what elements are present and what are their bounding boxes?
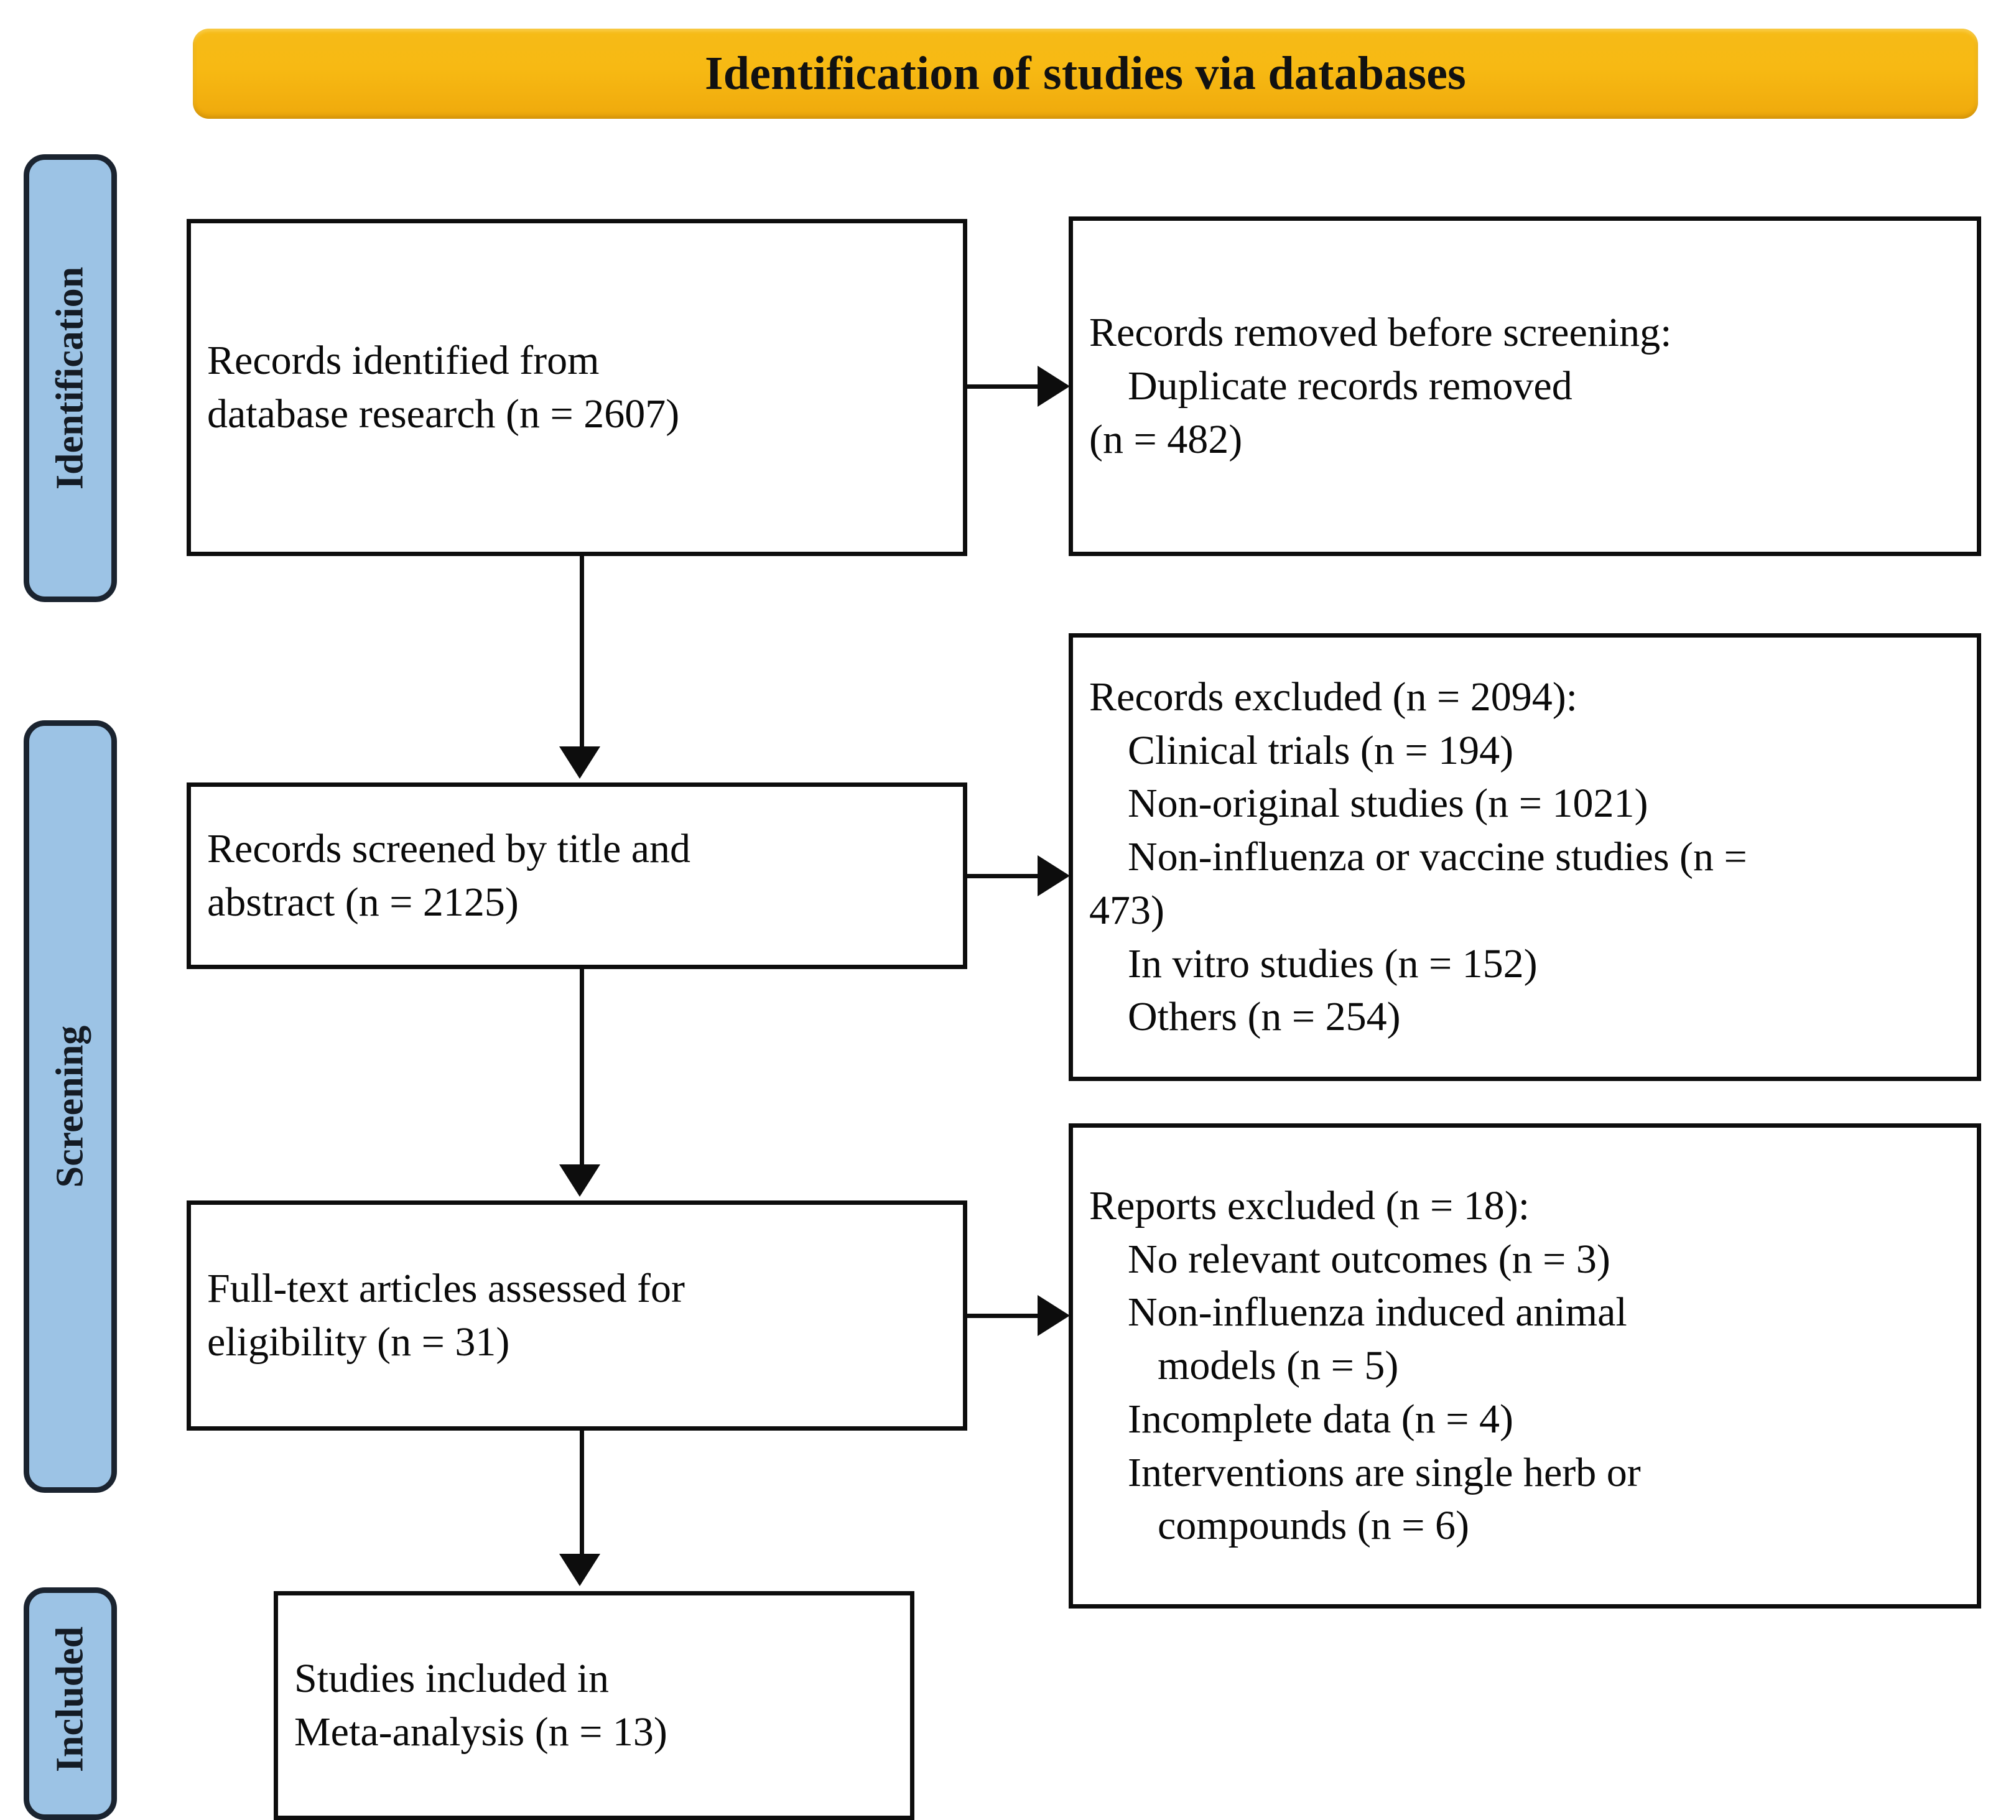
text-line: Non-influenza induced animal xyxy=(1128,1289,1627,1335)
arrow-right-icon xyxy=(1038,855,1070,896)
box-reports-excluded: Reports excluded (n = 18): No relevant o… xyxy=(1069,1123,1981,1609)
box-records-screened: Records screened by title and abstract (… xyxy=(187,782,967,969)
box-studies-included: Studies included in Meta-analysis (n = 1… xyxy=(274,1591,914,1820)
text-line: Non-original studies (n = 1021) xyxy=(1128,781,1648,827)
text-line: Others (n = 254) xyxy=(1128,994,1401,1040)
text-line: database research (n = 2607) xyxy=(207,391,680,437)
connector-fulltext-to-reports xyxy=(967,1314,1043,1318)
banner-title: Identification of studies via databases xyxy=(705,47,1466,100)
text-line: Duplicate records removed xyxy=(1128,363,1572,409)
text-line: abstract (n = 2125) xyxy=(207,880,519,925)
text-line: Full-text articles assessed for xyxy=(207,1266,685,1312)
box-records-excluded-text: Records excluded (n = 2094): Clinical tr… xyxy=(1073,671,1977,1044)
box-records-removed: Records removed before screening: Duplic… xyxy=(1069,216,1981,556)
arrow-down-icon xyxy=(559,1164,600,1197)
stage-label-included: Included xyxy=(49,1626,91,1773)
text-line: Non-influenza or vaccine studies (n = xyxy=(1128,834,1747,880)
text-line: Interventions are single herb or xyxy=(1128,1449,1641,1495)
box-records-identified: Records identified from database researc… xyxy=(187,219,967,556)
text-line: No relevant outcomes (n = 3) xyxy=(1128,1236,1610,1282)
text-line: Records excluded (n = 2094): xyxy=(1089,674,1578,720)
text-line: eligibility (n = 31) xyxy=(207,1319,510,1365)
text-line: Records identified from xyxy=(207,338,600,384)
stage-tab-included: Included xyxy=(24,1587,117,1820)
text-line: (n = 482) xyxy=(1089,416,1243,462)
connector-screened-to-excluded xyxy=(967,874,1043,878)
stage-label-screening: Screening xyxy=(49,1025,91,1188)
box-records-excluded: Records excluded (n = 2094): Clinical tr… xyxy=(1069,633,1981,1081)
text-line: Clinical trials (n = 194) xyxy=(1128,727,1514,773)
box-fulltext-assessed-text: Full-text articles assessed for eligibil… xyxy=(191,1262,963,1369)
arrow-down-icon xyxy=(559,746,600,779)
box-records-removed-text: Records removed before screening: Duplic… xyxy=(1073,306,1977,466)
box-records-screened-text: Records screened by title and abstract (… xyxy=(191,822,963,929)
text-line: 473) xyxy=(1089,887,1164,933)
connector-fulltext-to-included xyxy=(580,1431,584,1556)
text-line: Incomplete data (n = 4) xyxy=(1128,1396,1513,1442)
box-studies-included-text: Studies included in Meta-analysis (n = 1… xyxy=(278,1652,910,1759)
stage-tab-identification: Identification xyxy=(24,154,117,602)
arrow-right-icon xyxy=(1038,366,1070,407)
box-reports-excluded-text: Reports excluded (n = 18): No relevant o… xyxy=(1073,1179,1977,1553)
text-line: models (n = 5) xyxy=(1158,1343,1399,1389)
box-fulltext-assessed: Full-text articles assessed for eligibil… xyxy=(187,1200,967,1431)
stage-label-identification: Identification xyxy=(49,266,91,490)
text-line: Records screened by title and xyxy=(207,826,691,872)
connector-screened-to-fulltext xyxy=(580,969,584,1167)
text-line: Records removed before screening: xyxy=(1089,310,1672,356)
connector-identified-to-removed xyxy=(967,384,1043,389)
stage-tab-screening: Screening xyxy=(24,720,117,1493)
arrow-right-icon xyxy=(1038,1295,1070,1336)
text-line: In vitro studies (n = 152) xyxy=(1128,940,1538,987)
arrow-down-icon xyxy=(559,1554,600,1586)
box-records-identified-text: Records identified from database researc… xyxy=(191,334,963,441)
text-line: Meta-analysis (n = 13) xyxy=(294,1709,667,1755)
connector-identified-to-screened xyxy=(580,556,584,750)
text-line: compounds (n = 6) xyxy=(1158,1503,1469,1549)
text-line: Reports excluded (n = 18): xyxy=(1089,1182,1530,1228)
text-line: Studies included in xyxy=(294,1656,609,1702)
diagram-banner: Identification of studies via databases xyxy=(193,29,1978,119)
